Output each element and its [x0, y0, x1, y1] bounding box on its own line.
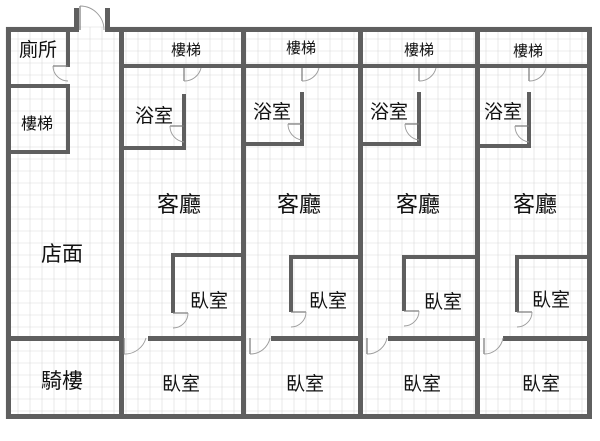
label-u1-bathroom: 浴室 [135, 105, 173, 127]
wall-u4-bath-right [527, 92, 531, 148]
wall-u2-bed-left [289, 255, 293, 312]
wall-entrance-jamb-left [74, 8, 79, 32]
walls [6, 8, 592, 419]
wall-arcade-right [119, 336, 124, 419]
wall-u1-right [241, 27, 246, 419]
wall-shop-right [119, 27, 124, 339]
wall-u3-bed-top [402, 255, 475, 259]
label-u2-bedroom-front: 臥室 [286, 373, 324, 395]
wall-right [587, 27, 592, 419]
label-u3-bathroom: 浴室 [370, 101, 408, 123]
label-u3-bedroom-front: 臥室 [403, 373, 441, 395]
wall-u1-bed-top [171, 253, 241, 257]
door-u1-front [123, 337, 147, 355]
wall-u3-bed-left [402, 255, 406, 311]
door-u1-bedroom [172, 312, 189, 329]
wall-u1-bath-bottom [124, 146, 186, 150]
wall-toilet-right [66, 27, 70, 67]
label-u2-living-room: 客廳 [277, 193, 321, 218]
wall-u4-front-top [503, 336, 592, 341]
wall-u2-stairs-bottom [246, 64, 358, 68]
door-entrance [79, 5, 105, 31]
label-shop: 店面 [41, 242, 83, 266]
wall-u4-stairs-bottom [480, 64, 587, 68]
doors [52, 5, 547, 355]
label-u4-living-room: 客廳 [513, 193, 557, 218]
door-u2-bedroom [290, 311, 307, 328]
label-u3-bedroom-small: 臥室 [424, 291, 462, 313]
label-u4-bedroom-small: 臥室 [532, 289, 570, 311]
door-u1-bathroom [169, 125, 185, 143]
label-u2-bathroom: 浴室 [253, 101, 291, 123]
door-u4-front [483, 337, 504, 355]
label-u3-stairs: 樓梯 [404, 41, 434, 59]
label-u3-living-room: 客廳 [396, 193, 440, 218]
wall-u3-right [475, 27, 480, 419]
wall-stairs-bottom [6, 150, 70, 154]
background-grid [5, 26, 592, 419]
label-u1-bedroom-front: 臥室 [162, 373, 200, 395]
wall-u3-bath-right [417, 92, 421, 146]
wall-stairs-right [66, 84, 70, 154]
label-arcade: 騎樓 [41, 369, 83, 393]
wall-top-left [6, 27, 74, 32]
wall-u3-front-top [388, 336, 480, 341]
door-u3-stairs [418, 67, 437, 82]
door-u3-bedroom [403, 310, 420, 327]
wall-toilet-bottom [6, 84, 70, 88]
door-u1-stairs [183, 67, 202, 82]
wall-u2-right [358, 27, 363, 419]
door-u2-bathroom [287, 123, 303, 141]
door-u2-front [249, 337, 271, 355]
label-u1-living-room: 客廳 [157, 193, 201, 218]
door-toilet [52, 65, 69, 82]
label-stairs-left: 樓梯 [21, 114, 53, 133]
wall-u3-stairs-bottom [363, 64, 475, 68]
wall-u4-bath-bottom [480, 144, 531, 148]
wall-bottom [6, 414, 592, 419]
room-labels: 廁所 樓梯 店面 騎樓 樓梯 浴室 客廳 臥室 臥室 樓梯 浴室 客廳 臥室 臥… [19, 38, 570, 395]
wall-arcade-top [6, 336, 124, 341]
wall-u4-bed-top [515, 255, 587, 259]
wall-u2-bed-top [289, 255, 358, 259]
wall-u1-bed-left [171, 253, 175, 313]
label-toilet: 廁所 [19, 38, 57, 61]
wall-entrance-jamb-right [105, 8, 110, 32]
wall-u2-bath-right [300, 92, 304, 146]
label-u4-bedroom-front: 臥室 [522, 373, 560, 395]
wall-u3-bath-bottom [363, 142, 421, 146]
label-u4-stairs: 樓梯 [513, 42, 543, 60]
wall-u4-bed-left [515, 255, 519, 312]
door-u4-stairs [528, 67, 547, 82]
wall-left [6, 27, 11, 419]
wall-top-right [110, 27, 592, 32]
label-u1-bedroom-small: 臥室 [190, 290, 228, 312]
door-u2-stairs [301, 67, 320, 82]
label-u2-bedroom-small: 臥室 [309, 290, 347, 312]
door-u4-bedroom [516, 311, 533, 328]
wall-u1-bath-right [182, 94, 186, 150]
door-u4-bathroom [514, 125, 530, 143]
label-u1-stairs: 樓梯 [171, 41, 201, 59]
wall-u2-front-top [271, 336, 363, 341]
door-u3-bathroom [404, 123, 420, 141]
wall-u1-front-top [148, 336, 246, 341]
label-u2-stairs: 樓梯 [286, 39, 316, 57]
label-u4-bathroom: 浴室 [484, 101, 522, 123]
wall-u1-stairs-bottom [124, 64, 241, 68]
door-u3-front [366, 337, 388, 355]
wall-u2-bath-bottom [246, 142, 304, 146]
